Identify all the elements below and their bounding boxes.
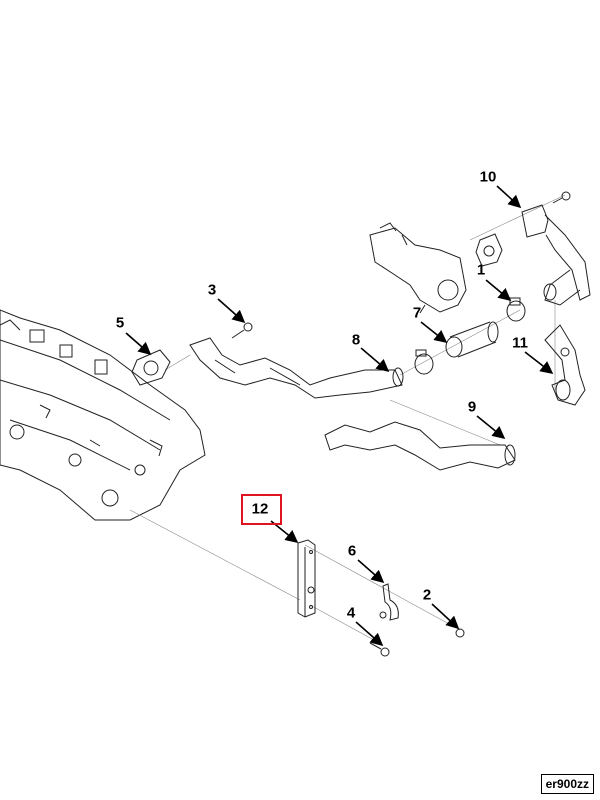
callout-12[interactable]: 12 [251,500,269,518]
part-6-clip [379,583,399,621]
leader-arrows [125,185,554,647]
gasket [475,233,503,267]
part-5-gasket [131,349,171,386]
part-12-bracket [297,539,316,618]
diagram-reference-code: er900zz [540,774,594,794]
part-11-pipe [544,324,586,406]
part-8-hose [189,337,404,399]
callout-11[interactable]: 11 [512,334,528,352]
part-3-bolt [231,322,253,339]
hose-clamp [414,349,434,375]
callout-7[interactable]: 7 [412,304,422,322]
engine-block [0,309,206,521]
callout-10[interactable]: 10 [479,168,497,186]
part-2-bolt [455,628,465,638]
callout-5[interactable]: 5 [115,314,125,332]
callout-9[interactable]: 9 [467,398,477,416]
callout-2[interactable]: 2 [422,586,432,604]
part-9-hose [324,421,516,471]
callout-3[interactable]: 3 [207,281,217,299]
alignment-lines [129,194,566,646]
selected-callout-highlight [241,494,282,525]
part-4-bolt [369,642,390,657]
part-7-hose [445,321,499,358]
callout-4[interactable]: 4 [346,604,356,622]
callout-8[interactable]: 8 [351,331,361,349]
callout-1[interactable]: 1 [476,261,486,279]
part-10-pipe [521,191,591,306]
callout-6[interactable]: 6 [347,542,357,560]
part-1-clamp [506,297,526,322]
thermostat-housing [369,222,467,314]
